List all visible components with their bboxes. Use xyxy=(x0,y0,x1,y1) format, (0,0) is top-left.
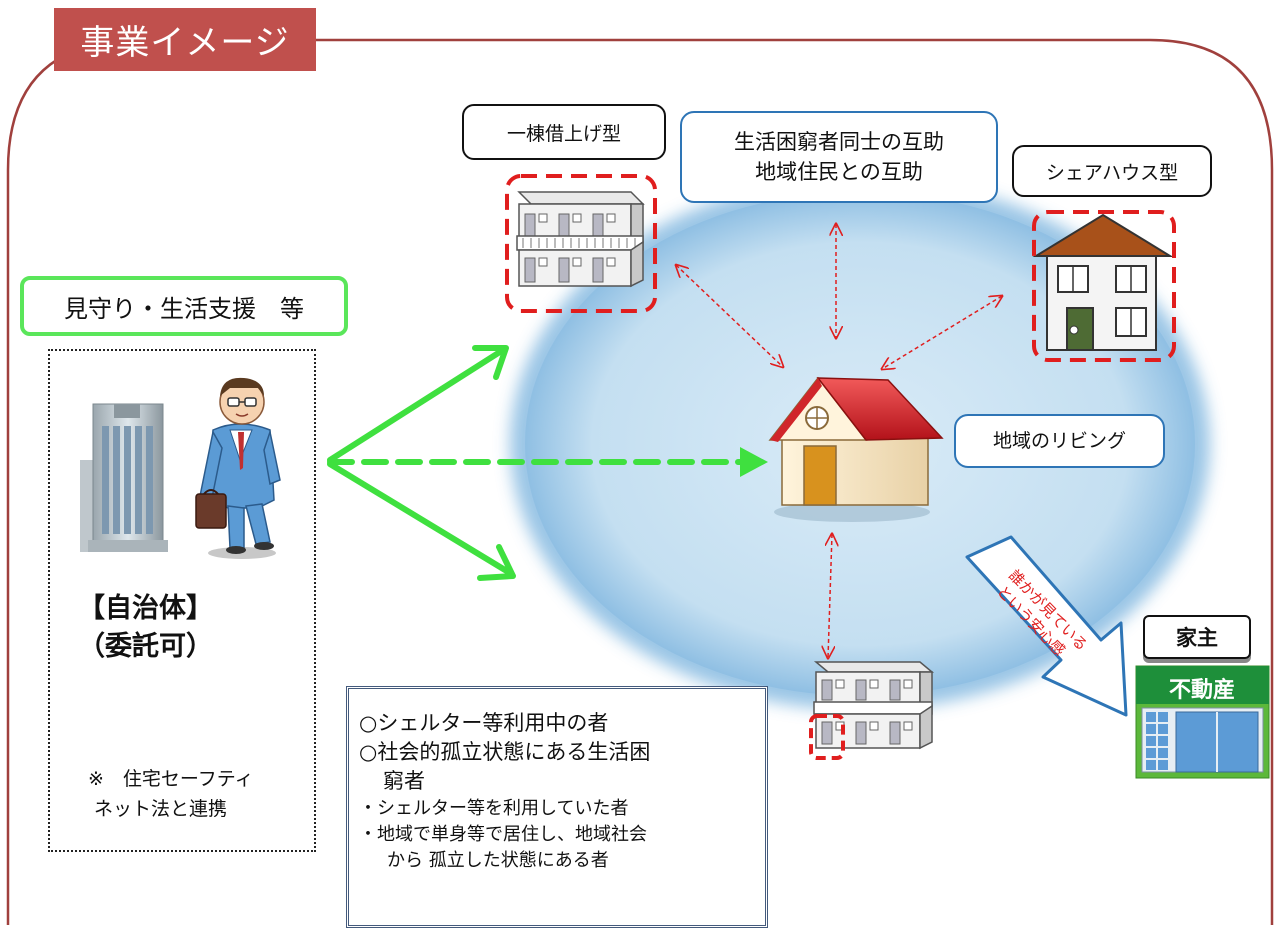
apartment-highlight xyxy=(505,174,657,313)
real-estate-sign: 不動産 xyxy=(1169,677,1235,702)
mutual-aid-line2: 地域住民との互助 xyxy=(755,160,923,184)
label-whole-building: 一棟借上げ型 xyxy=(462,104,666,160)
municipality-note-line1: ※ 住宅セーフティ xyxy=(88,768,254,790)
single-unit-highlight xyxy=(809,714,845,760)
interaction-arrows xyxy=(676,224,1002,658)
support-arrows xyxy=(327,345,768,581)
municipality-name-line2: （委託可） xyxy=(78,631,213,662)
real-estate-shop-icon: 不動産 xyxy=(1135,665,1270,779)
label-share-house: シェアハウス型 xyxy=(1012,145,1212,197)
community-living-house-icon xyxy=(768,376,944,522)
target-item-2-line1: ○社会的孤立状態にある生活困 xyxy=(359,740,651,764)
landlord-label: 家主 xyxy=(1143,615,1251,659)
mutual-aid-line1: 生活困窮者同士の互助 xyxy=(734,130,944,154)
target-persons-panel: ○シェルター等利用中の者 ○社会的孤立状態にある生活困 窮者 ・シェルター等を利… xyxy=(346,686,768,928)
municipality-name: 【自治体】 （委託可） xyxy=(78,590,213,666)
staff-person-icon xyxy=(195,377,281,559)
municipality-name-line1: 【自治体】 xyxy=(78,593,213,624)
municipality-note: ※ 住宅セーフティ ネット法と連携 xyxy=(88,764,254,824)
label-mutual-aid: 生活困窮者同士の互助 地域住民との互助 xyxy=(680,111,998,203)
target-item-2-line2: 窮者 xyxy=(383,769,425,793)
share-house-highlight xyxy=(1032,210,1176,362)
target-sub-2-line2: から 孤立した状態にある者 xyxy=(387,850,609,871)
municipality-panel xyxy=(48,349,316,852)
target-sub-2-line1: ・地域で単身等で居住し、地域社会 xyxy=(359,824,647,845)
lower-apartment-icon xyxy=(813,661,935,750)
outer-frame xyxy=(6,38,1274,925)
label-local-living: 地域のリビング xyxy=(954,414,1165,468)
municipality-note-line2: ネット法と連携 xyxy=(94,798,228,820)
target-sub-1: ・シェルター等を利用していた者 xyxy=(359,798,629,819)
share-house-icon xyxy=(1032,213,1174,351)
target-item-1: ○シェルター等利用中の者 xyxy=(359,711,609,735)
label-support: 見守り・生活支援 等 xyxy=(20,276,348,336)
page-title: 事業イメージ xyxy=(54,8,316,71)
office-building-icon xyxy=(80,403,168,552)
apartment-building-icon xyxy=(516,191,645,288)
